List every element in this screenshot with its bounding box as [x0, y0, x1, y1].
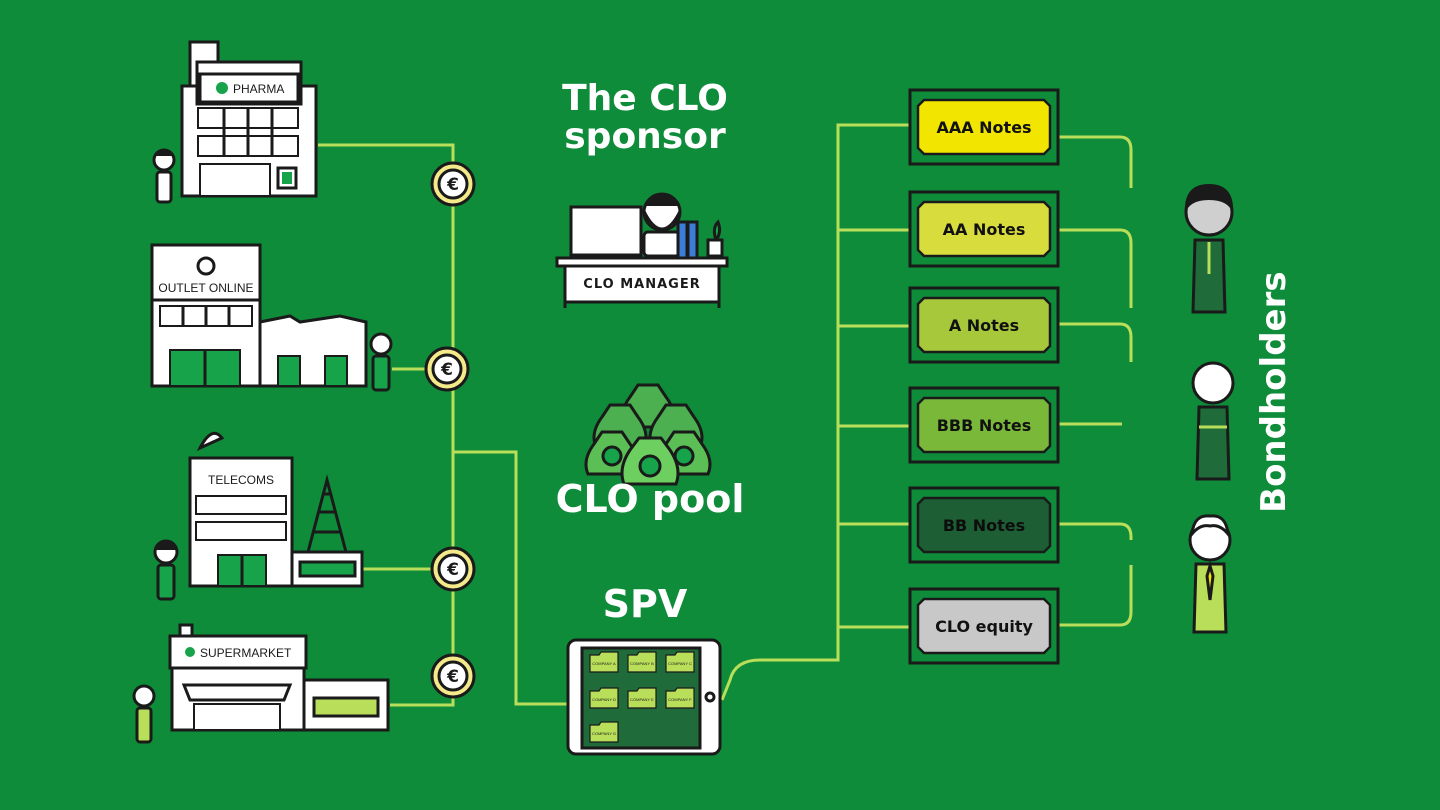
bondholder-avatar: [1188, 514, 1232, 634]
company-folder-icon: COMPANY C: [665, 651, 695, 673]
person-icon: [369, 332, 393, 392]
pharma-building: PHARMA: [180, 40, 318, 198]
bondholder-avatar: [1191, 361, 1235, 481]
tranche-box: A Notes: [908, 286, 1060, 364]
bondholders-title: Bondholders: [1254, 271, 1295, 513]
telecoms-sign: TELECOMS: [208, 473, 274, 487]
outlet-sign: OUTLET ONLINE: [158, 281, 253, 295]
telecoms-building: TELECOMS: [188, 431, 364, 588]
euro-coin: €: [430, 161, 476, 207]
supermarket-building: SUPERMARKET: [168, 623, 390, 732]
supermarket-sign: SUPERMARKET: [200, 646, 292, 660]
tranche-box: CLO equity: [908, 587, 1060, 665]
tranche-label: A Notes: [949, 316, 1019, 335]
person-icon: [153, 539, 179, 601]
plant-icon: [712, 219, 722, 244]
plus-icon: [216, 82, 228, 94]
svg-text:€: €: [440, 360, 453, 380]
connector-lines: [318, 123, 1133, 707]
folder-label: COMPANY C: [668, 661, 692, 666]
euro-coin: €: [430, 546, 476, 592]
folder-label: COMPANY F: [668, 697, 692, 702]
folder-label: COMPANY D: [592, 697, 616, 702]
leaf-icon: [185, 647, 195, 657]
tranche-label: CLO equity: [935, 617, 1033, 636]
antenna-tower-icon: [306, 474, 348, 553]
book-icon: [676, 220, 689, 260]
folder-label: COMPANY B: [630, 661, 654, 666]
money-bags-icon: [584, 383, 712, 486]
clo-manager-desk: CLO MANAGER: [555, 192, 729, 308]
globe-icon: [196, 256, 216, 276]
spv-title: SPV: [602, 582, 688, 626]
bondholder-avatar: [1184, 184, 1234, 314]
satellite-dish-icon: [196, 431, 225, 452]
tranche-label: AA Notes: [943, 220, 1026, 239]
tranche-label: AAA Notes: [936, 118, 1031, 137]
company-folder-icon: COMPANY G: [589, 721, 619, 743]
folder-label: COMPANY A: [592, 661, 616, 666]
outlet-building: OUTLET ONLINE: [150, 243, 368, 388]
tranche-box: AA Notes: [908, 190, 1060, 268]
company-folder-icon: COMPANY A: [589, 651, 619, 673]
svg-text:€: €: [446, 560, 459, 580]
pharma-sign: PHARMA: [233, 82, 284, 96]
svg-text:€: €: [446, 667, 459, 687]
company-folder-icon: COMPANY F: [665, 687, 695, 709]
tranche-box: BBB Notes: [908, 386, 1060, 464]
pool-title: CLO pool: [555, 477, 745, 521]
person-icon: [152, 148, 176, 204]
tranche-box: BB Notes: [908, 486, 1060, 564]
sponsor-title: The CLO sponsor: [562, 78, 728, 157]
spv-folders: COMPANY A COMPANY B COMPANY C COMPANY D COMP…: [589, 651, 695, 743]
tranche-label: BBB Notes: [937, 416, 1032, 435]
folder-label: COMPANY E: [630, 697, 654, 702]
monitor-icon: [569, 205, 643, 257]
euro-coin: €: [430, 653, 476, 699]
tranche-box: AAA Notes: [908, 88, 1060, 166]
tranche-label: BB Notes: [943, 516, 1025, 535]
company-folder-icon: COMPANY E: [627, 687, 657, 709]
folder-label: COMPANY G: [592, 731, 616, 736]
svg-text:€: €: [446, 175, 459, 195]
company-folder-icon: COMPANY B: [627, 651, 657, 673]
desk-label: CLO MANAGER: [583, 277, 700, 292]
euro-coin: €: [424, 346, 470, 392]
person-icon: [132, 684, 156, 744]
company-folder-icon: COMPANY D: [589, 687, 619, 709]
